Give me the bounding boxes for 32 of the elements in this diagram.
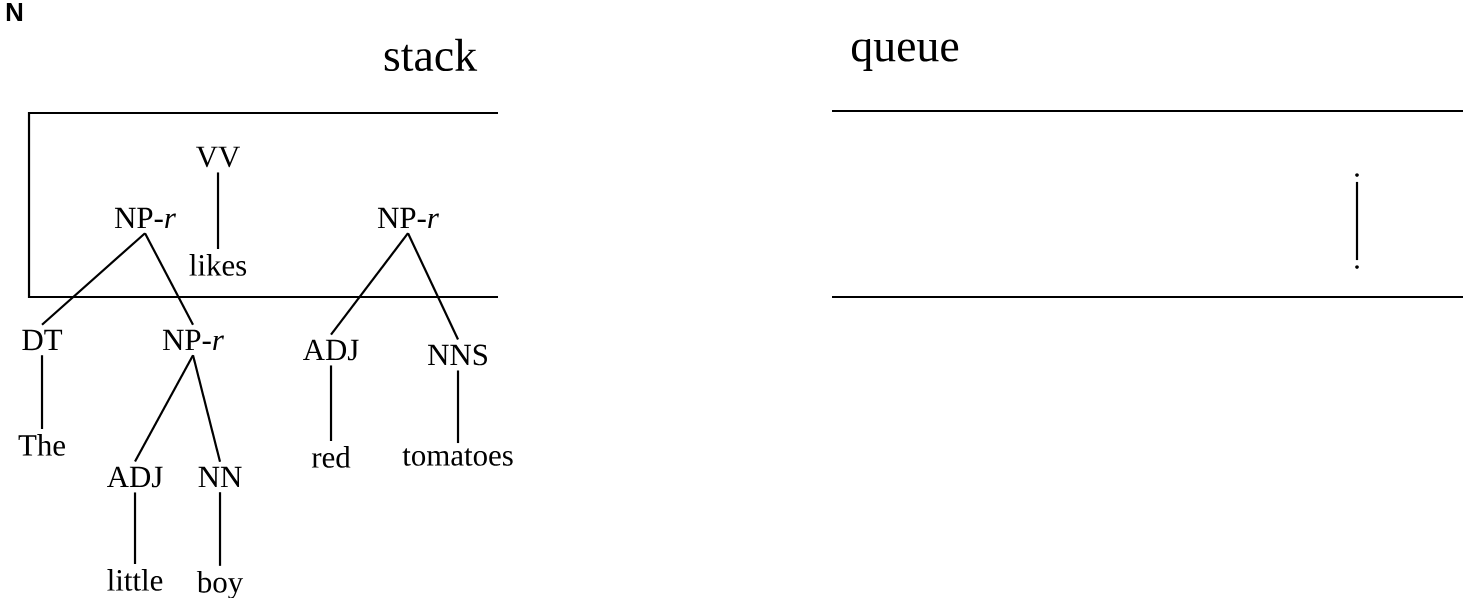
tree-branch — [40, 355, 44, 430]
tree-label: NNS — [428, 344, 487, 366]
stack-heading: stack — [384, 38, 478, 72]
tree-label: ADJ — [107, 466, 163, 488]
tree-branch — [407, 232, 459, 340]
tree-label: . — [1355, 265, 1359, 269]
tree-branch — [330, 232, 409, 336]
tree-branch — [456, 370, 460, 444]
tree-label: red — [311, 446, 351, 468]
tree-branch — [191, 354, 222, 463]
tree-branch — [218, 492, 222, 566]
tree-branch — [41, 232, 146, 326]
tree-branch — [134, 354, 194, 463]
tree-label: VV — [196, 146, 240, 168]
tree-branch — [133, 492, 137, 565]
tree-label: NN — [198, 466, 242, 488]
tree-label: The — [18, 434, 65, 456]
tree-label: NP-r — [162, 329, 224, 351]
tree-branch — [329, 365, 333, 442]
tree-label: tomatoes — [402, 448, 513, 466]
tree-label: NP-r — [377, 207, 439, 229]
tree-branch — [216, 172, 220, 250]
tree-branch — [144, 232, 194, 326]
tree-label: likes — [189, 254, 247, 276]
tree-label: . — [1355, 173, 1359, 177]
tree-label: NP-r — [114, 207, 176, 229]
queue-heading: queue — [851, 39, 959, 71]
tree-label: DT — [22, 329, 63, 351]
corner-letter: N — [6, 3, 23, 21]
tree-label: little — [107, 569, 163, 591]
tree-label: ADJ — [303, 339, 359, 361]
tree-branch — [1355, 181, 1359, 261]
